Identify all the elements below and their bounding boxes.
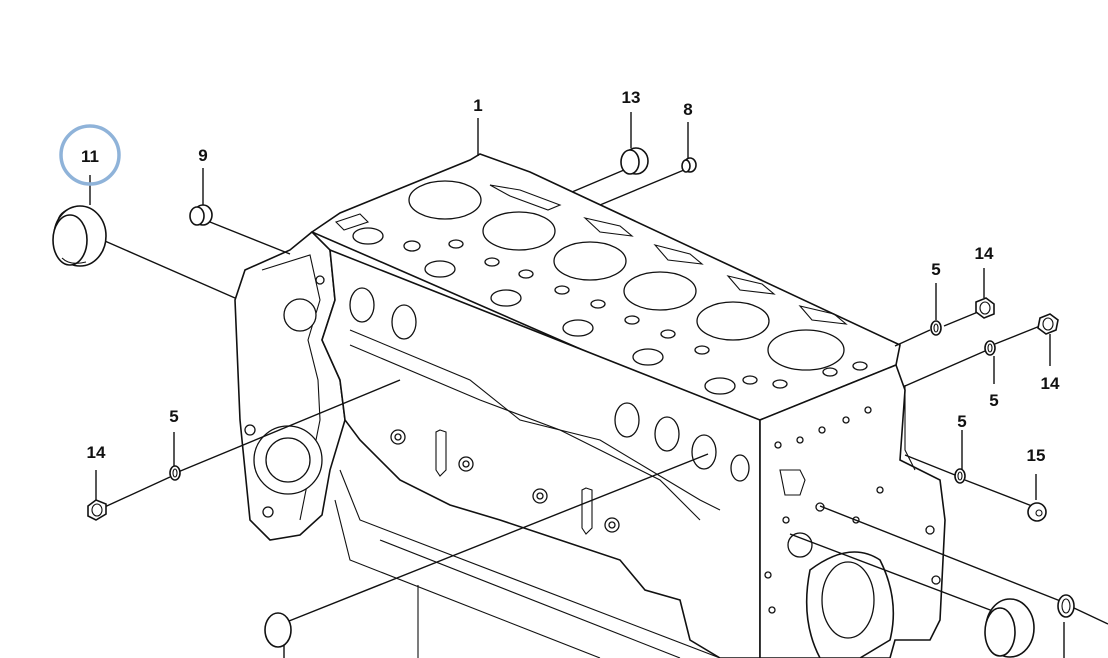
washer-5-lower-right <box>954 468 966 484</box>
callout-9[interactable]: 9 <box>198 146 207 165</box>
callout-11-highlight-circle[interactable] <box>59 124 121 186</box>
engine-block <box>234 153 946 658</box>
callout-15[interactable]: 15 <box>1027 446 1046 465</box>
callout-1[interactable]: 1 <box>473 96 482 115</box>
callout-14-left[interactable]: 14 <box>87 443 106 462</box>
callout-11[interactable]: 11 <box>81 147 99 166</box>
bolt-14-upper-right <box>975 297 995 319</box>
cup-plug-bottom-right <box>984 598 1035 658</box>
bolt-14-left <box>87 499 107 521</box>
callout-13[interactable]: 13 <box>622 88 641 107</box>
plug-8 <box>681 157 697 173</box>
cup-plug-bottom-left <box>264 612 292 648</box>
washer-5-upper-right <box>930 320 942 336</box>
plug-9 <box>189 204 213 226</box>
callout-5-upper-right[interactable]: 5 <box>931 260 940 279</box>
callout-5-lower-right[interactable]: 5 <box>957 412 966 431</box>
washer-5-left <box>169 465 181 481</box>
ring-bottom-right <box>1057 594 1075 618</box>
bolt-14-right <box>1037 313 1059 335</box>
plug-13 <box>620 147 649 175</box>
leader-lines <box>89 112 1108 658</box>
cup-plug-11 <box>52 205 107 267</box>
plug-15 <box>1027 502 1047 522</box>
callout-8[interactable]: 8 <box>683 100 692 119</box>
callout-14-upper-right[interactable]: 14 <box>975 244 994 263</box>
callout-labels: 1 13 8 11 9 5 14 14 5 14 5 5 15 <box>81 88 1060 465</box>
callout-5-left[interactable]: 5 <box>169 407 178 426</box>
washer-5-right <box>984 340 996 356</box>
callout-14-right[interactable]: 14 <box>1041 374 1060 393</box>
callout-5-right[interactable]: 5 <box>989 391 998 410</box>
